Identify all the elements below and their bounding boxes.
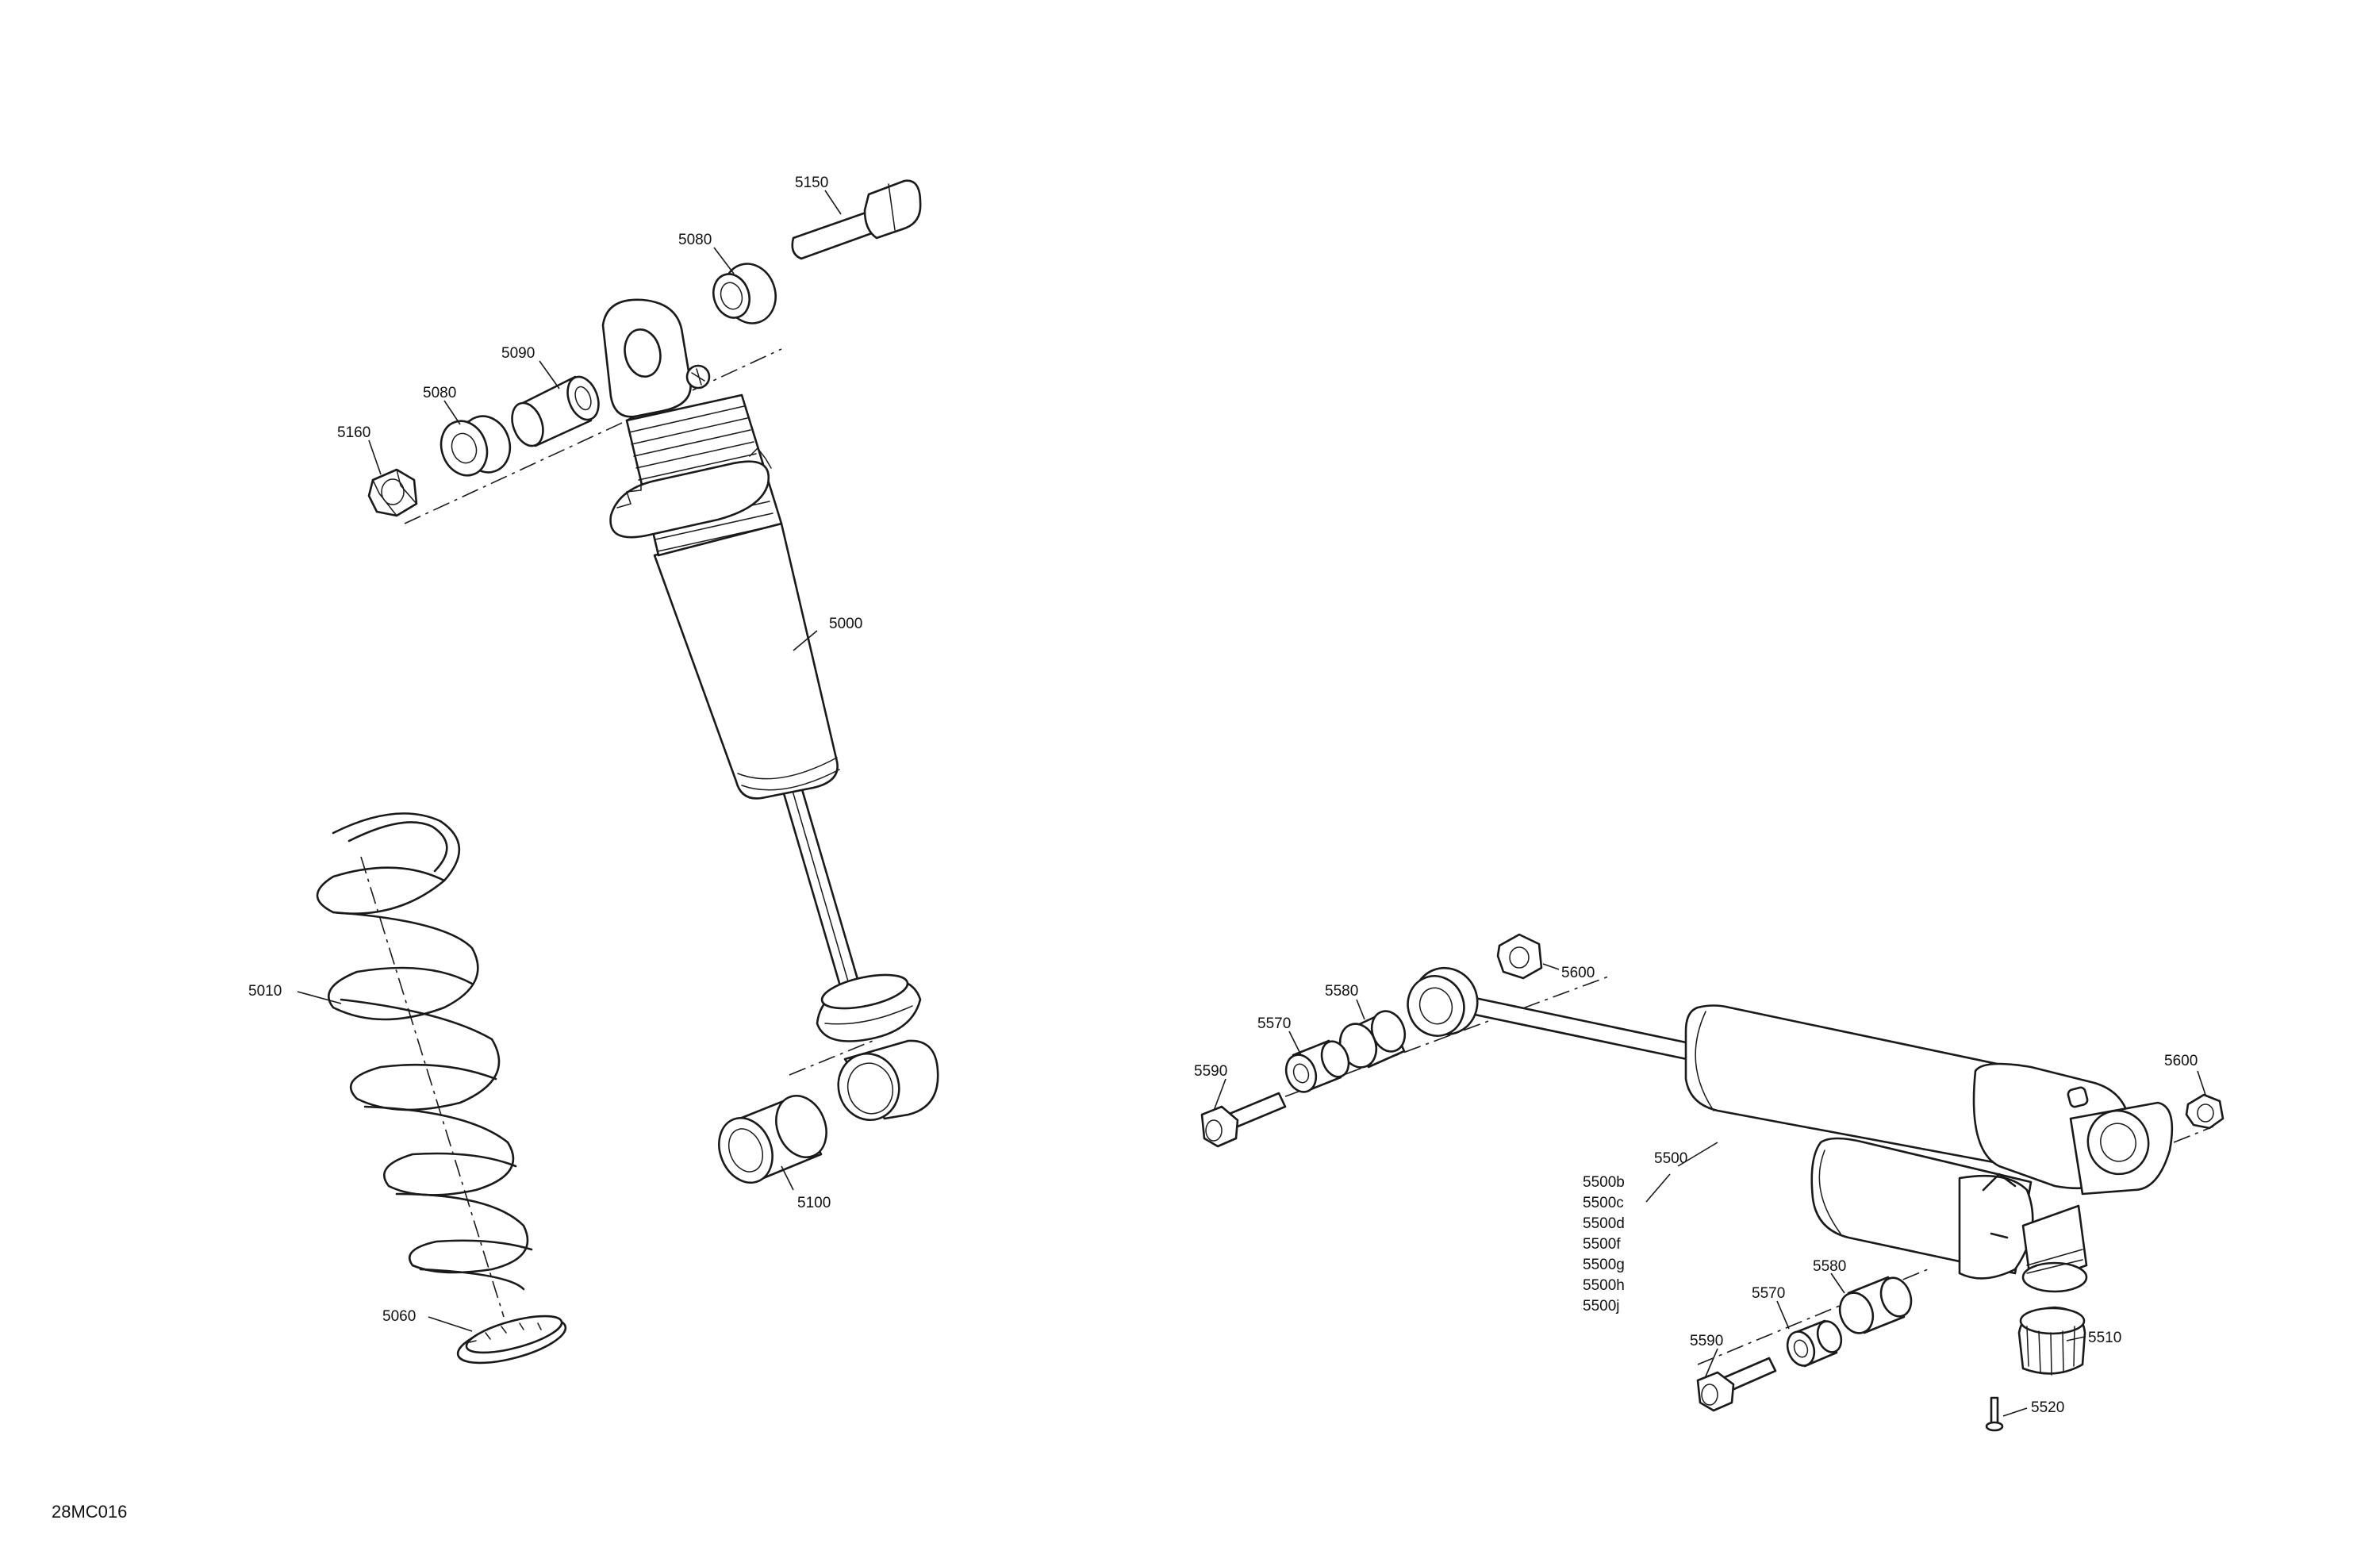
spacer-5570-top <box>1284 1039 1350 1093</box>
shock-absorber-5000 <box>360 298 939 1318</box>
spacer-5090 <box>511 375 600 447</box>
callout-5010: 5010 <box>248 983 282 1000</box>
callout-5500f: 5500f <box>1583 1236 1621 1253</box>
callout-5090: 5090 <box>501 345 535 362</box>
leader-lines <box>297 190 2206 1417</box>
bolt-5590-bottom <box>1696 1357 1777 1412</box>
bolt-5590-top <box>1200 1092 1287 1148</box>
callout-5500: 5500 <box>1654 1150 1687 1167</box>
bushing-5100 <box>718 1094 827 1184</box>
callout-5600-top: 5600 <box>1561 965 1595 981</box>
shock-absorber-5500 <box>1225 966 2214 1365</box>
callout-5580-bottom: 5580 <box>1813 1258 1846 1275</box>
bushing-5080-top <box>712 263 777 324</box>
callout-5060: 5060 <box>382 1308 416 1325</box>
callout-5500-variants: 5500b 5500c 5500d 5500f 5500g 5500h 5500… <box>1583 1174 1625 1315</box>
callout-5500b: 5500b <box>1583 1174 1625 1191</box>
bolt-5150 <box>791 179 922 260</box>
adjuster-knob-5510 <box>2017 1306 2086 1376</box>
callout-5500j: 5500j <box>1583 1298 1620 1315</box>
callout-5080-left: 5080 <box>423 385 456 401</box>
callout-5520: 5520 <box>2031 1399 2064 1416</box>
callout-5500h: 5500h <box>1583 1277 1625 1294</box>
callout-5150: 5150 <box>795 175 828 191</box>
callout-5510: 5510 <box>2088 1330 2121 1346</box>
callout-5590-bottom: 5590 <box>1690 1333 1723 1349</box>
bushing-5080-left <box>440 415 512 477</box>
nut-5160 <box>367 468 418 517</box>
bushing-5580-bottom <box>1838 1276 1913 1334</box>
callout-5570-top: 5570 <box>1257 1015 1291 1032</box>
callout-5160: 5160 <box>337 424 370 441</box>
spacer-5570-bottom <box>1786 1319 1843 1368</box>
nut-5600-right <box>2185 1093 2225 1130</box>
callout-5500d: 5500d <box>1583 1215 1625 1232</box>
coil-spring-5010 <box>316 812 533 1291</box>
callout-5000: 5000 <box>829 616 862 632</box>
callout-5080-top: 5080 <box>678 232 712 248</box>
callout-5600-right: 5600 <box>2164 1053 2198 1069</box>
callout-5570-bottom: 5570 <box>1752 1285 1785 1302</box>
callout-5580-top: 5580 <box>1325 983 1358 1000</box>
callout-5500c: 5500c <box>1583 1195 1624 1211</box>
callout-5100: 5100 <box>797 1195 831 1211</box>
spring-collar-5060 <box>456 1315 567 1365</box>
drawing-code: 28MC016 <box>52 1502 127 1522</box>
callout-5500g: 5500g <box>1583 1257 1625 1273</box>
screw-5520 <box>1985 1396 2004 1432</box>
callout-5590-top: 5590 <box>1194 1063 1227 1080</box>
nut-5600-top <box>1496 933 1543 980</box>
